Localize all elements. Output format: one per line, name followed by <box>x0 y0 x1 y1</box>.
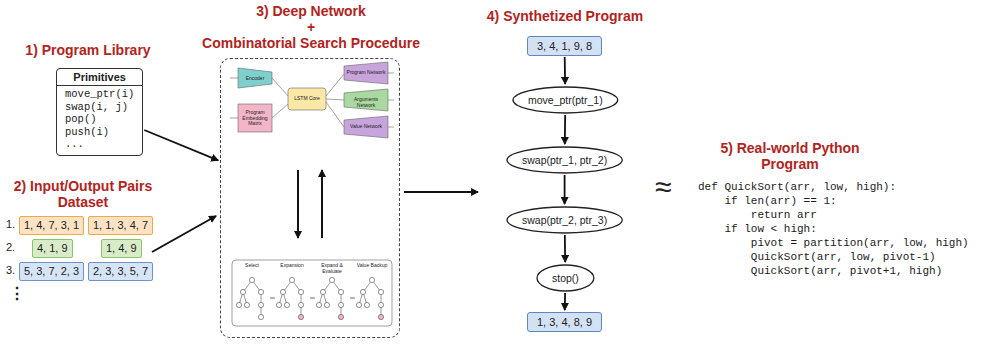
output-array: 1, 4, 9 <box>101 239 142 258</box>
output-array: 1, 1, 3, 4, 7 <box>88 216 153 235</box>
primitive-name: pop() <box>57 113 142 126</box>
flow-arrow <box>564 57 566 84</box>
figure-text: Value Network <box>346 124 386 130</box>
node-text: swap(ptr_2, ptr_3) <box>522 214 607 226</box>
input-array: 1, 4, 7, 3, 1 <box>19 216 84 235</box>
flow-arrow <box>564 293 566 310</box>
section-title: 5) Real-world Python Program <box>720 140 860 172</box>
figure-text: Value Backup <box>352 263 392 269</box>
down-arrow <box>297 170 299 238</box>
figure-text: Select <box>232 263 272 269</box>
flow-arrow <box>564 115 566 144</box>
row-number: 1. <box>6 218 15 230</box>
instruction-node: move_ptr(ptr_1) <box>512 86 619 114</box>
primitive-name: push(i) <box>57 126 142 139</box>
node-text: 1, 4, 7, 3, 1 <box>24 219 79 232</box>
figure-text: Arguments Network <box>346 97 386 108</box>
ellipsis: ⋮ <box>9 284 25 303</box>
row-number: 2. <box>6 241 15 253</box>
code-line: QuickSort(arr, low, pivot-1) <box>698 250 936 264</box>
flow-arrow <box>564 175 566 204</box>
figure-text: LSTM Core <box>288 96 326 102</box>
output-array: 2, 3, 3, 5, 7 <box>88 262 153 281</box>
library-box: Primitives move_ptr(i)swap(i, j)pop()push… <box>56 68 143 156</box>
figure-text: Expansion <box>272 263 312 269</box>
section-title: 1) Program Library <box>8 42 168 58</box>
approx-symbol: ≈ <box>655 172 671 202</box>
section-title: Combinatorial Search Procedure <box>171 35 451 51</box>
primitive-name: move_ptr(i) <box>57 88 142 101</box>
section-title: 4) Synthetized Program <box>465 8 665 24</box>
search-figure <box>232 260 392 326</box>
primitive-name: swap(i, j) <box>57 101 142 114</box>
node-text: 3, 4, 1, 9, 8 <box>537 40 592 52</box>
section-title: 2) Input/Output Pairs Dataset <box>8 178 158 210</box>
node-text: 1, 4, 9 <box>106 242 137 255</box>
instruction-node: stop() <box>536 264 595 292</box>
section-title: + <box>171 19 451 35</box>
node-text: 5, 3, 7, 2, 3 <box>24 265 79 278</box>
input-arrow <box>152 216 216 252</box>
section-title: 3) Deep Network <box>171 3 451 19</box>
code-line: def QuickSort(arr, low, high): <box>698 180 896 194</box>
node-text: swap(ptr_1, ptr_2) <box>522 154 607 166</box>
code-line: pivot = partition(arr, low, high) <box>698 236 969 250</box>
input-array: 5, 3, 7, 2, 3 <box>19 262 84 281</box>
instruction-node: swap(ptr_2, ptr_3) <box>506 206 623 234</box>
input-array: 3, 4, 1, 9, 8 <box>527 36 602 56</box>
instruction-node: swap(ptr_1, ptr_2) <box>506 146 623 174</box>
node-text: move_ptr(ptr_1) <box>528 94 603 106</box>
output-arrow <box>404 191 478 193</box>
node-text: 2, 3, 3, 5, 7 <box>93 265 148 278</box>
figure-text: Program Network <box>346 70 386 76</box>
flow-arrow <box>144 130 218 160</box>
code-line: QuickSort(arr, pivot+1, high) <box>698 264 942 278</box>
code-line: if low < high: <box>698 222 817 236</box>
node-text: 1, 3, 4, 8, 9 <box>537 316 592 328</box>
row-number: 3. <box>6 264 15 276</box>
node-text: stop() <box>552 272 579 284</box>
panel-heading: 3) Deep Network+Combinatorial Search Pro… <box>171 3 451 51</box>
up-arrow <box>321 170 323 238</box>
primitive-name: ... <box>57 138 142 151</box>
figure-text: Expand & Evaluate <box>312 263 352 274</box>
node-text: 4, 1, 9 <box>37 242 68 255</box>
code-line: return arr <box>698 208 817 222</box>
node-text: 1, 1, 3, 4, 7 <box>93 219 148 232</box>
figure-text: Program Embedding Matrix <box>238 110 272 127</box>
network-figure <box>230 62 394 138</box>
output-array: 1, 3, 4, 8, 9 <box>527 312 602 332</box>
library-heading: Primitives <box>57 71 142 86</box>
flow-arrow <box>564 235 566 262</box>
code-line: if len(arr) == 1: <box>698 194 837 208</box>
figure-text: Encoder <box>238 76 272 82</box>
input-array: 4, 1, 9 <box>32 239 73 258</box>
